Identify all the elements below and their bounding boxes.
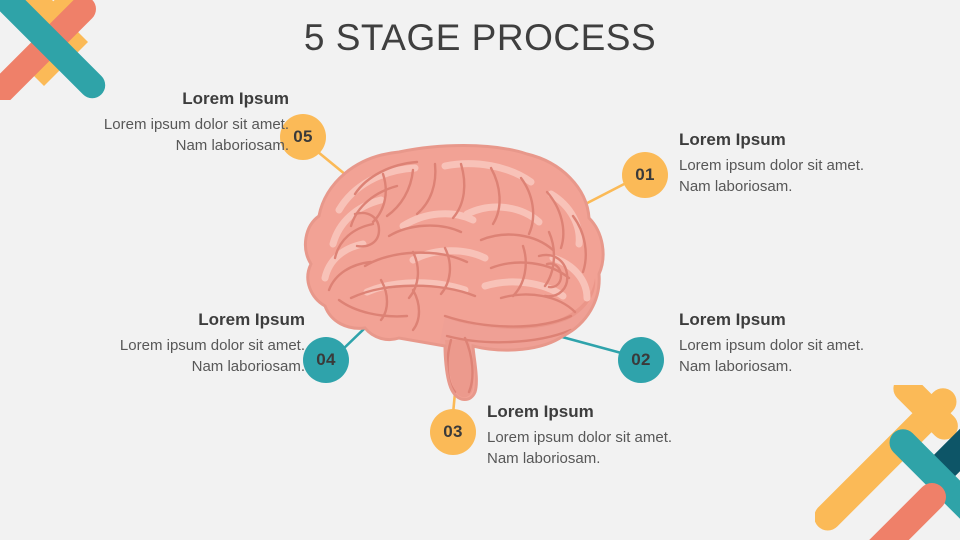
stage-badge-01[interactable]: 01 [622,152,668,198]
stage-body-05: Lorem ipsum dolor sit amet. Nam laborios… [103,116,289,154]
stage-badge-02[interactable]: 02 [618,337,664,383]
stage-badge-label-05: 05 [293,127,313,146]
stage-text-02: Lorem Ipsum Lorem ipsum dolor sit amet. … [679,308,894,377]
slide-title: 5 STAGE PROCESS [303,17,657,58]
stage-text-05: Lorem Ipsum Lorem ipsum dolor sit amet. … [74,87,289,156]
stage-heading-03: Lorem Ipsum [487,402,594,421]
stage-badge-03[interactable]: 03 [430,409,476,455]
brain-illustration [295,140,615,405]
stage-badge-label-04: 04 [316,350,336,369]
stage-body-04: Lorem ipsum dolor sit amet. Nam laborios… [119,337,305,375]
stage-badge-04[interactable]: 04 [303,337,349,383]
stage-text-03: Lorem Ipsum Lorem ipsum dolor sit amet. … [487,400,702,469]
stage-badge-label-02: 02 [631,350,651,369]
stage-body-02: Lorem ipsum dolor sit amet. Nam laborios… [679,337,865,375]
stage-badge-label-01: 01 [635,165,655,184]
stage-heading-01: Lorem Ipsum [679,130,786,149]
stage-heading-04: Lorem Ipsum [198,310,305,329]
stage-badge-label-03: 03 [443,422,463,441]
stage-body-03: Lorem ipsum dolor sit amet. Nam laborios… [487,429,673,467]
stage-badge-05[interactable]: 05 [280,114,326,160]
stage-heading-05: Lorem Ipsum [182,89,289,108]
stage-text-04: Lorem Ipsum Lorem ipsum dolor sit amet. … [90,308,305,377]
stage-text-01: Lorem Ipsum Lorem ipsum dolor sit amet. … [679,128,894,197]
stage-body-01: Lorem ipsum dolor sit amet. Nam laborios… [679,157,865,195]
stage-heading-02: Lorem Ipsum [679,310,786,329]
